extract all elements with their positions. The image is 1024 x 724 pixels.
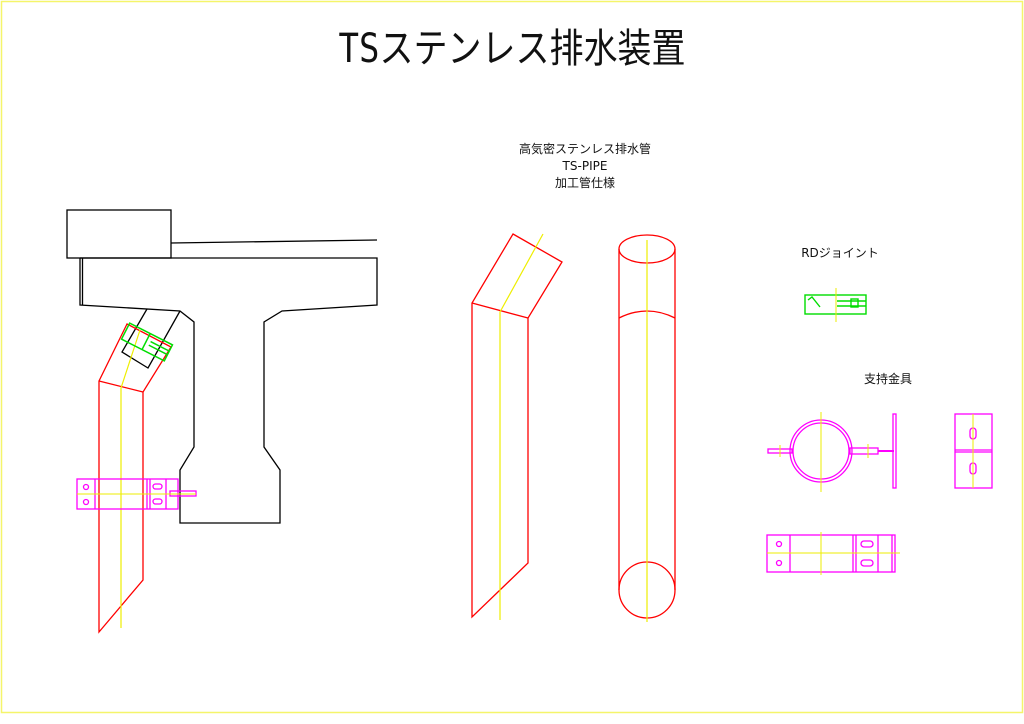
support-label: 支持金具: [863, 372, 913, 386]
bent-pipe-centerline: [499, 233, 544, 620]
left-rd-joint: [120, 322, 174, 362]
pipe-label-line3: 加工管仕様: [554, 176, 616, 190]
rd-joint-label: RDジョイント: [801, 246, 879, 260]
t-girder-outline: [79, 257, 378, 524]
drain-box: [121, 308, 181, 369]
straight-pipe: [618, 234, 676, 622]
deck-surface-line: [170, 239, 378, 244]
girder-section: [66, 209, 378, 524]
pipe-label: 高気密ステンレス排水管 TS-PIPE 加工管仕様: [519, 141, 651, 192]
bent-pipe-outline: [471, 233, 563, 619]
pipe-label-line1: 高気密ステンレス排水管: [518, 142, 652, 156]
rd-joint-drawing: [804, 288, 867, 322]
left-pipe: [76, 322, 197, 634]
bracket-side-view: [954, 413, 993, 489]
pipe-label-line2: TS-PIPE: [562, 159, 608, 173]
bracket-front-view: [767, 412, 897, 492]
bent-pipe: [471, 233, 563, 620]
bent-pipe-bend-line: [471, 302, 529, 319]
curb-block: [66, 209, 172, 259]
left-pipe-centerline: [120, 329, 141, 628]
bracket-bottom-view: [766, 532, 900, 575]
left-pipe-outline: [98, 323, 172, 634]
support-bracket-drawing: [766, 412, 993, 575]
drawing-title: TSステンレス排水装置: [338, 26, 686, 72]
